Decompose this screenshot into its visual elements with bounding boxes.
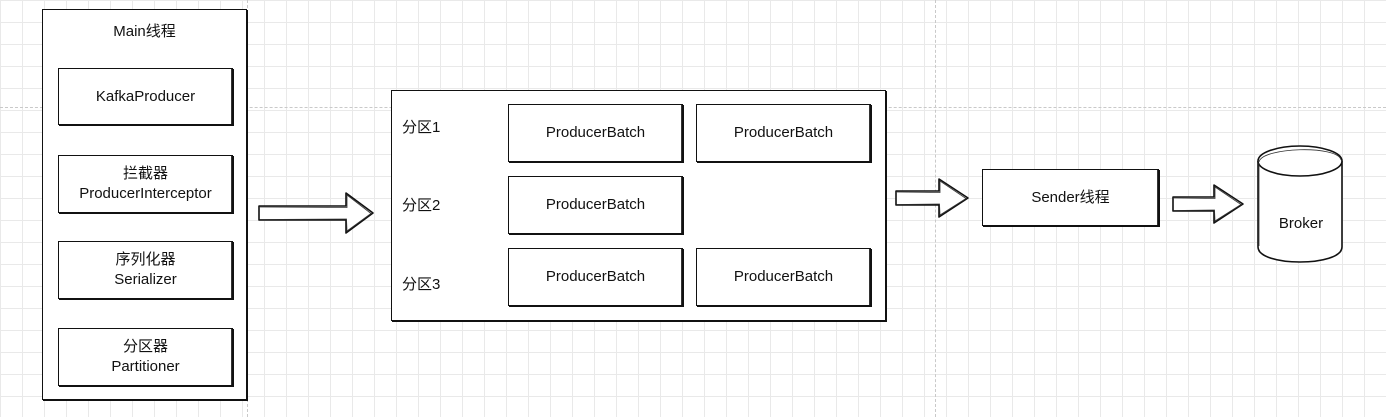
kafka-producer-box: KafkaProducer [58,68,233,125]
partition-2-label: 分区2 [402,197,441,214]
producer-batch-label: ProducerBatch [733,268,834,285]
main-thread-title: Main线程 [113,23,176,40]
producer-batch-p2-1: ProducerBatch [508,176,683,234]
arrow-right-icon [895,178,969,218]
serializer-label-cn: 序列化器 [115,251,176,268]
arrow-right-icon [258,192,374,234]
producer-batch-label: ProducerBatch [733,124,834,141]
partition-3-label: 分区3 [402,276,441,293]
partitioner-box: 分区器 Partitioner [58,328,233,386]
arrow-right-icon [1172,184,1244,224]
interceptor-label-cn: 拦截器 [122,165,168,182]
kafka-producer-label: KafkaProducer [95,87,196,105]
interceptor-label-en: ProducerInterceptor [79,185,212,202]
producer-batch-p3-1: ProducerBatch [508,248,683,306]
sender-thread-box: Sender线程 [982,169,1159,226]
producer-batch-p1-2: ProducerBatch [696,104,871,162]
broker-database-icon [1257,145,1343,263]
producer-batch-label: ProducerBatch [545,124,646,141]
interceptor-box: 拦截器 ProducerInterceptor [58,155,233,213]
producer-batch-label: ProducerBatch [545,268,646,285]
producer-batch-p3-2: ProducerBatch [696,248,871,306]
broker-label: Broker [1278,215,1324,232]
partition-1-label: 分区1 [402,119,441,136]
serializer-label-en: Serializer [114,271,177,288]
producer-batch-label: ProducerBatch [545,196,646,213]
partitioner-label-en: Partitioner [111,358,180,375]
sender-thread-label: Sender线程 [1031,188,1110,206]
guide-line-vertical [935,0,936,417]
serializer-box: 序列化器 Serializer [58,241,233,299]
guide-line-vertical [247,0,248,417]
partitioner-label-cn: 分区器 [122,338,168,355]
producer-batch-p1-1: ProducerBatch [508,104,683,162]
